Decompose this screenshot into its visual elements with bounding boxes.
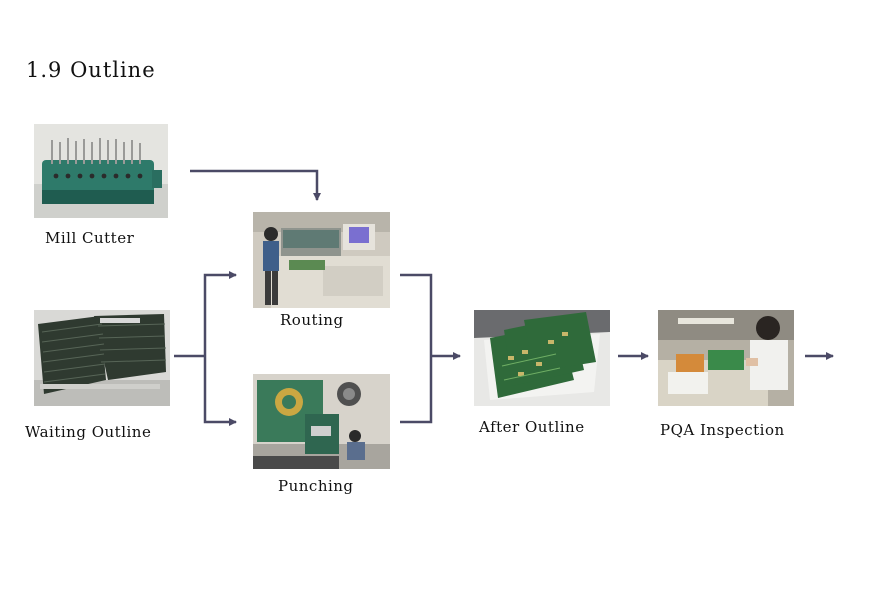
mill-cutter-label: Mill Cutter: [45, 229, 135, 247]
arrow-routing-merge: [400, 273, 433, 356]
arrow-to-punching: [203, 356, 237, 426]
punching-label: Punching: [278, 477, 354, 495]
pqa-inspection-label: PQA Inspection: [660, 421, 785, 439]
waiting-outline-photo: [34, 310, 170, 406]
page-title: 1.9 Outline: [26, 58, 156, 82]
arrow-punching-merge: [400, 356, 433, 424]
waiting-outline-label: Waiting Outline: [25, 423, 152, 441]
arrow-to-routing: [203, 271, 237, 356]
after-outline-label: After Outline: [479, 418, 585, 436]
routing-photo: [253, 212, 390, 308]
routing-label: Routing: [280, 311, 344, 329]
pqa-inspection-photo: [658, 310, 794, 406]
punching-photo: [253, 374, 390, 469]
mill-cutter-photo: [34, 124, 168, 218]
arrow-mill-to-routing: [190, 169, 321, 201]
after-outline-photo: [474, 310, 610, 406]
